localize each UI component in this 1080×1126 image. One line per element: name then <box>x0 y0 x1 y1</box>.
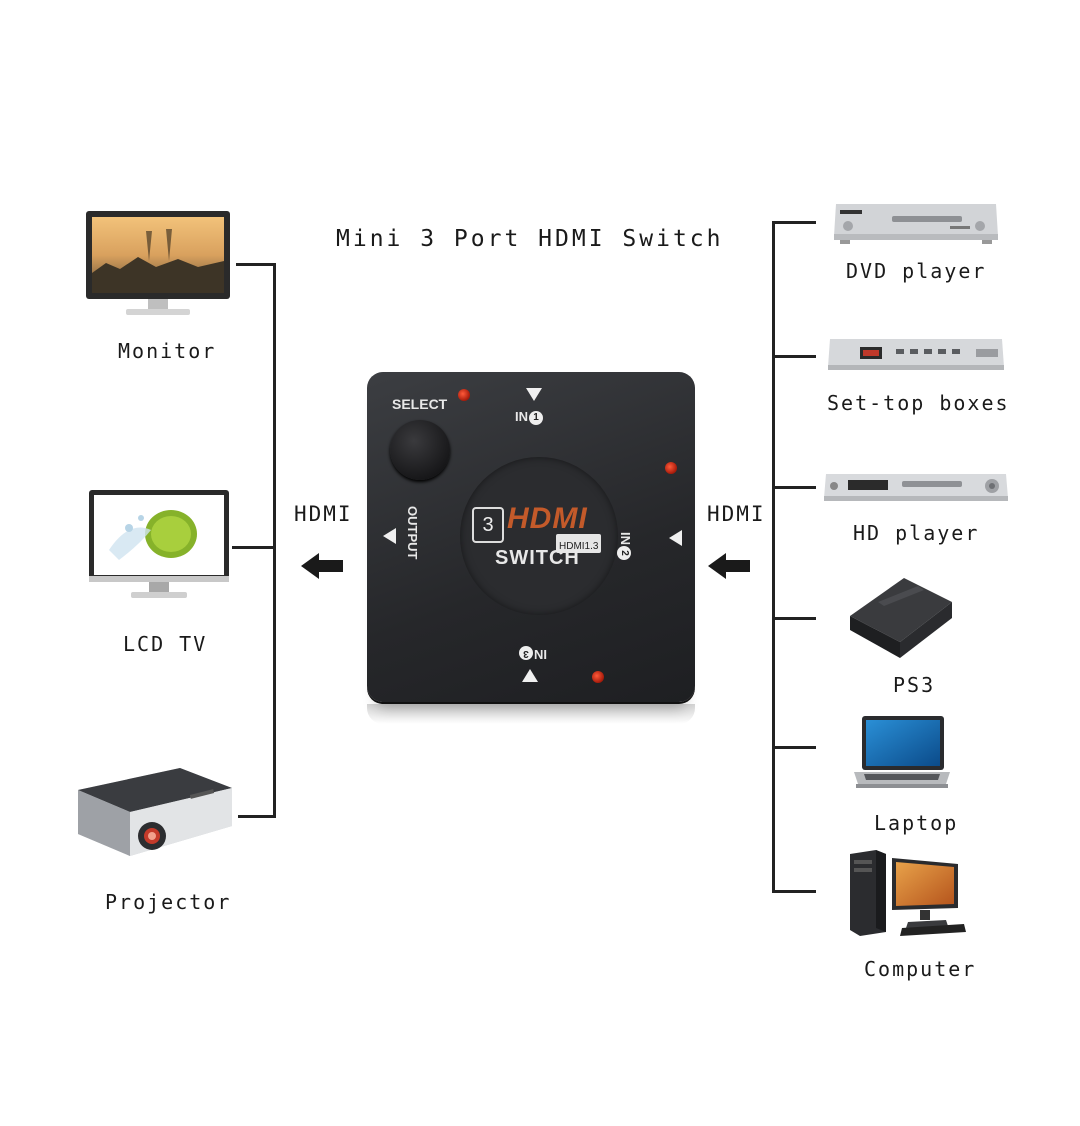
connector-left-trunk <box>273 264 276 818</box>
select-button[interactable] <box>390 420 450 480</box>
in2-label: IN2 <box>617 532 633 560</box>
hdmi-version-badge: HDMI1.3 <box>556 534 602 553</box>
connector-projector <box>238 815 276 818</box>
input-label-dvd-player: DVD player <box>846 259 987 283</box>
hdmi-version: HDMI1.3 <box>559 541 599 552</box>
connector-laptop <box>772 746 816 749</box>
projector-icon <box>70 760 236 860</box>
led-3 <box>592 671 604 683</box>
arrow-left-icon <box>301 551 343 585</box>
output-port-label: OUTPUT <box>405 506 420 560</box>
connector-set-top-box <box>772 355 816 358</box>
switch-name: SWITCH <box>495 547 580 569</box>
port-count: 3 <box>482 514 494 536</box>
output-label-monitor: Monitor <box>118 339 217 363</box>
input-label-laptop: Laptop <box>874 811 959 835</box>
select-label: SELECT <box>392 396 448 412</box>
hdmi-output-label: HDMI <box>294 502 353 526</box>
output-label-projector: Projector <box>105 890 232 914</box>
connector-monitor <box>236 263 276 266</box>
output-label-lcd-tv: LCD TV <box>123 632 208 656</box>
switch-reflection <box>367 704 695 724</box>
hd-player-icon <box>822 472 1010 506</box>
input-label-set-top-boxes: Set-top boxes <box>827 391 1010 415</box>
connector-ps3 <box>772 617 816 620</box>
lcd-tv-icon <box>89 490 229 602</box>
input-label-computer: Computer <box>864 957 977 981</box>
led-1 <box>458 389 470 401</box>
connector-hd-player <box>772 486 816 489</box>
output-arrow-icon <box>383 528 396 544</box>
monitor-icon <box>86 211 230 317</box>
in1-arrow-icon <box>526 388 542 401</box>
input-label-ps3: PS3 <box>893 673 936 697</box>
led-2 <box>665 462 677 474</box>
in3-label: IN3 <box>519 646 547 662</box>
hdmi-logo: HDMI <box>507 502 588 535</box>
connector-computer <box>772 890 816 893</box>
arrow-left-icon <box>708 551 750 585</box>
in2-arrow-icon <box>669 530 682 546</box>
connector-dvd-player <box>772 221 816 224</box>
connector-lcd-tv <box>232 546 276 549</box>
ps3-icon <box>848 572 954 660</box>
computer-icon <box>846 848 968 938</box>
in3-arrow-icon <box>522 669 538 682</box>
hdmi-input-label: HDMI <box>707 502 766 526</box>
laptop-icon <box>850 714 954 790</box>
diagram-title: Mini 3 Port HDMI Switch <box>336 226 724 252</box>
port-count-badge: 3 <box>472 507 504 543</box>
dvd-player-icon <box>832 196 1000 246</box>
input-label-hd-player: HD player <box>853 521 980 545</box>
set-top-box-icon <box>826 337 1006 373</box>
connector-right-trunk <box>772 222 775 893</box>
